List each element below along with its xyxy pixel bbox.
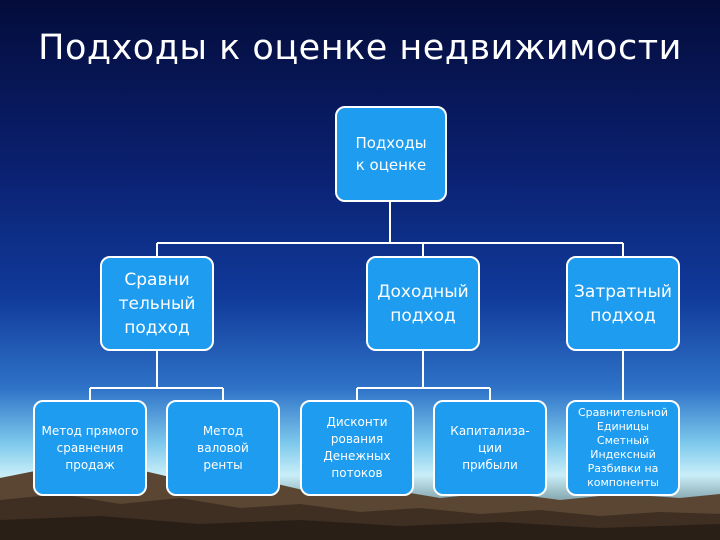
cost-methods-box: Сравнительной Единицы Сметный Индексный …	[566, 400, 680, 496]
cost-methods-label: Сравнительной Единицы Сметный Индексный …	[578, 406, 668, 489]
cost-approach-label: Затратный подход	[574, 281, 672, 326]
gross-rent-method-box: Метод валовой ренты	[166, 400, 280, 496]
direct-sales-method-box: Метод прямого сравнения продаж	[33, 400, 147, 496]
root-box: Подходы к оценке	[335, 106, 447, 202]
direct-sales-method-label: Метод прямого сравнения продаж	[41, 423, 139, 472]
capitalization-method-label: Капитализа- ции прибыли	[450, 423, 530, 472]
comparative-approach-box: Сравни тельный подход	[100, 256, 214, 351]
cost-approach-box: Затратный подход	[566, 256, 680, 351]
slide-title: Подходы к оценке недвижимости	[38, 28, 682, 68]
income-approach-box: Доходный подход	[366, 256, 480, 351]
comparative-approach-label: Сравни тельный подход	[118, 269, 196, 338]
dcf-method-box: Дисконти рования Денежных потоков	[300, 400, 414, 496]
gross-rent-method-label: Метод валовой ренты	[197, 423, 249, 472]
capitalization-method-box: Капитализа- ции прибыли	[433, 400, 547, 496]
root-label: Подходы к оценке	[355, 134, 427, 174]
income-approach-label: Доходный подход	[377, 281, 469, 326]
dcf-method-label: Дисконти рования Денежных потоков	[323, 415, 391, 480]
